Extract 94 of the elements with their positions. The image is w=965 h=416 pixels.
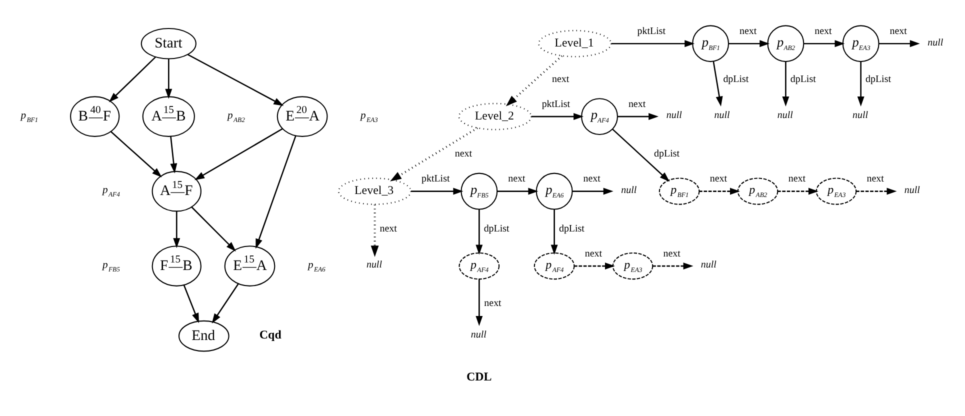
edge-label: dpList bbox=[790, 74, 816, 85]
arrow bbox=[165, 58, 172, 99]
edge-label: dpList bbox=[866, 74, 891, 85]
arrow bbox=[611, 40, 695, 48]
node-text: null bbox=[714, 110, 730, 122]
edge-label: pktList bbox=[637, 26, 666, 37]
arrow bbox=[191, 206, 236, 252]
node-circle: p$_{BF1}$ bbox=[692, 25, 730, 62]
arrow bbox=[370, 204, 379, 257]
arrow bbox=[878, 40, 920, 48]
edge-label: next bbox=[552, 74, 570, 85]
node-ellipse: p$_{AB2}$ bbox=[737, 178, 778, 205]
edge-label: next bbox=[710, 174, 728, 185]
node-circle: p$_{FB5}$ bbox=[460, 172, 498, 210]
node-circle: p$_{EA3}$ bbox=[842, 25, 880, 62]
edge-label: dpList bbox=[484, 223, 510, 234]
edge-label: next bbox=[454, 148, 472, 160]
arrow bbox=[212, 283, 239, 324]
node-ellipse: Level_2 bbox=[458, 102, 532, 130]
edge-label: next bbox=[866, 174, 884, 185]
node-text: null bbox=[366, 260, 382, 271]
edge-label: next bbox=[814, 26, 832, 37]
arrow bbox=[390, 127, 478, 182]
node-circle: p$_{AF4}$ bbox=[581, 98, 618, 136]
arrow bbox=[857, 62, 864, 107]
arrow bbox=[476, 209, 483, 255]
edge-label: next bbox=[583, 174, 600, 185]
node-ellipse: End bbox=[178, 320, 230, 352]
arrow bbox=[173, 211, 180, 248]
arrow bbox=[497, 188, 538, 195]
edge-label: next bbox=[663, 248, 680, 260]
label: CDL bbox=[466, 370, 492, 384]
arrow bbox=[183, 284, 200, 324]
arrow bbox=[506, 55, 563, 106]
node-label: p$_{AF4}$ bbox=[102, 185, 120, 199]
arrow bbox=[618, 113, 659, 120]
arrow bbox=[574, 262, 615, 270]
arrow bbox=[194, 128, 283, 180]
node-label: p$_{BF1}$ bbox=[20, 110, 38, 124]
arrow bbox=[256, 135, 296, 249]
node-ellipse: Level_3 bbox=[338, 178, 412, 205]
arrow bbox=[728, 40, 770, 48]
node-ellipse: p$_{BF1}$ bbox=[658, 178, 700, 205]
edge-label: next bbox=[584, 248, 602, 260]
arrow bbox=[411, 188, 464, 195]
edge-label: dpList bbox=[654, 148, 680, 160]
arrow bbox=[612, 128, 670, 182]
node-text: null bbox=[470, 330, 486, 341]
node-circle: p$_{EA6}$ bbox=[536, 172, 573, 210]
arrow bbox=[572, 188, 614, 195]
node-label: p$_{FB5}$ bbox=[102, 260, 120, 274]
edge-label: dpList bbox=[558, 223, 584, 234]
edge-label: pktList bbox=[542, 98, 570, 110]
arrow bbox=[108, 56, 156, 102]
arrow bbox=[652, 262, 694, 270]
node-circle: p$_{AB2}$ bbox=[767, 25, 804, 62]
node-text: null bbox=[904, 184, 920, 196]
arrow bbox=[170, 136, 178, 174]
node-ellipse: Level_1 bbox=[538, 30, 612, 58]
edge-label: next bbox=[890, 26, 907, 37]
node-text: null bbox=[621, 184, 637, 196]
edge-label: dpList bbox=[723, 74, 749, 85]
arrow bbox=[188, 54, 284, 106]
node-text: null bbox=[700, 260, 716, 271]
edge-label: next bbox=[484, 298, 502, 310]
arrow bbox=[712, 61, 723, 106]
arrow bbox=[856, 188, 897, 195]
node-label: p$_{EA3}$ bbox=[360, 110, 378, 124]
arrow bbox=[778, 188, 818, 195]
node-ellipse: p$_{EA3}$ bbox=[816, 178, 857, 205]
arrow bbox=[804, 40, 845, 48]
arrow bbox=[110, 131, 162, 178]
edge-label: next bbox=[380, 223, 397, 234]
arrow bbox=[531, 113, 584, 120]
edge-label: pktList bbox=[421, 174, 450, 185]
edge-label: next bbox=[739, 26, 757, 37]
edge-label: next bbox=[508, 174, 526, 185]
label: Cqd bbox=[259, 327, 282, 342]
node-label: p$_{AB2}$ bbox=[228, 110, 245, 124]
arrow bbox=[550, 209, 558, 255]
edge-label: next bbox=[628, 98, 646, 110]
arrow bbox=[476, 279, 483, 326]
edge-label: next bbox=[788, 174, 806, 185]
node-ellipse: p$_{AF4}$ bbox=[458, 252, 500, 280]
node-ellipse: Start bbox=[140, 28, 196, 60]
node-ellipse: p$_{AF4}$ bbox=[534, 252, 575, 280]
node-text: null bbox=[928, 37, 944, 48]
node-ellipse: p$_{EA3}$ bbox=[612, 252, 654, 280]
arrow bbox=[699, 188, 740, 195]
node-text: null bbox=[777, 110, 793, 122]
node-text: null bbox=[666, 110, 682, 122]
node-label: p$_{EA6}$ bbox=[308, 260, 326, 274]
arrow bbox=[782, 62, 790, 107]
node-text: null bbox=[852, 110, 868, 122]
